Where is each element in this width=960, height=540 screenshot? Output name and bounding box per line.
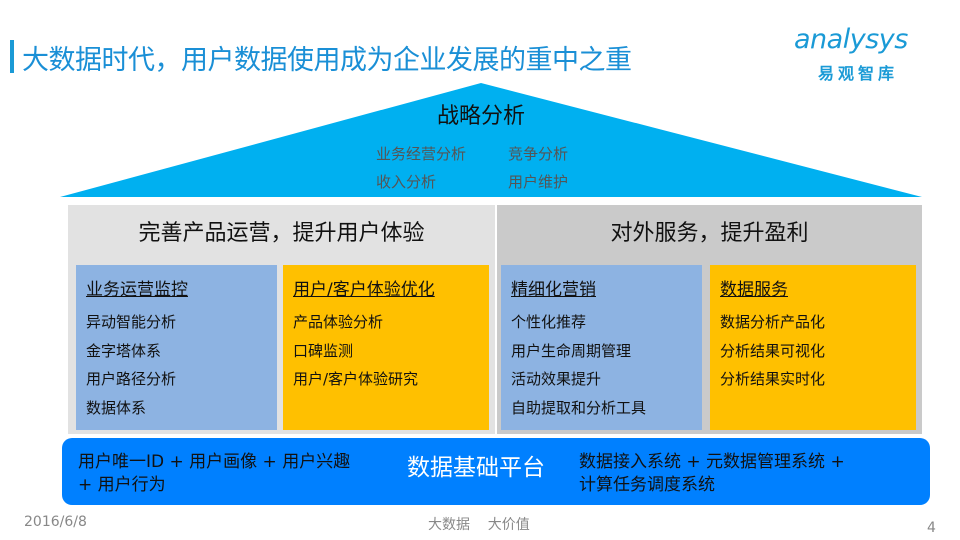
base-title: 数据基础平台 — [407, 455, 545, 481]
box-item: 活动效果提升 — [511, 370, 602, 388]
data-platform-bar: 用户唯一ID + 用户画像 + 用户兴趣 + 用户行为 数据基础平台 数据接入系… — [62, 438, 930, 505]
box-title: 精细化营销 — [511, 280, 596, 300]
left-panel-title: 完善产品运营，提升用户体验 — [138, 221, 425, 246]
box-item: 异动智能分析 — [86, 313, 177, 331]
base-left-line2: + 用户行为 — [78, 475, 166, 495]
footer-slogan: 大数据 大价值 — [428, 517, 530, 533]
box-business-monitoring: 业务运营监控 异动智能分析 金字塔体系 用户路径分析 数据体系 — [76, 265, 277, 430]
analysys-logo: analysys 易观智库 — [792, 24, 932, 86]
strategy-title: 战略分析 — [436, 104, 525, 129]
right-panel-title: 对外服务，提升盈利 — [610, 221, 809, 246]
box-item: 个性化推荐 — [511, 313, 587, 331]
strategy-item: 收入分析 — [376, 173, 437, 191]
strategy-item: 用户维护 — [508, 173, 569, 191]
page-title: 大数据时代，用户数据使用成为企业发展的重中之重 — [22, 45, 632, 76]
box-item: 金字塔体系 — [86, 341, 162, 360]
base-right-line2: 计算任务调度系统 — [579, 475, 715, 495]
page-number: 4 — [927, 520, 936, 536]
strategy-item: 业务经营分析 — [376, 145, 467, 163]
box-item: 产品体验分析 — [293, 313, 384, 331]
box-item: 分析结果实时化 — [720, 370, 826, 388]
box-item: 口碑监测 — [293, 341, 354, 360]
strategy-triangle — [60, 83, 922, 197]
box-title: 数据服务 — [720, 280, 788, 300]
box-title: 用户/客户体验优化 — [293, 280, 435, 300]
box-item: 自助提取和分析工具 — [511, 398, 647, 417]
box-data-service: 数据服务 数据分析产品化 分析结果可视化 分析结果实时化 — [710, 265, 916, 430]
strategy-item: 竞争分析 — [508, 145, 569, 163]
base-right-line1: 数据接入系统 + 元数据管理系统 + — [579, 452, 845, 472]
logo-text-cn: 易观智库 — [818, 64, 899, 83]
box-title: 业务运营监控 — [86, 280, 188, 300]
box-item: 数据分析产品化 — [720, 313, 826, 331]
box-item: 用户路径分析 — [86, 370, 177, 388]
box-item: 用户生命周期管理 — [511, 341, 632, 360]
box-item: 用户/客户体验研究 — [293, 370, 419, 388]
title-accent-bar — [10, 40, 14, 73]
box-item: 分析结果可视化 — [720, 341, 826, 360]
logo-text-en: analysys — [794, 24, 908, 55]
footer-date: 2016/6/8 — [24, 514, 87, 530]
box-precision-marketing: 精细化营销 个性化推荐 用户生命周期管理 活动效果提升 自助提取和分析工具 — [501, 265, 702, 430]
box-item: 数据体系 — [86, 398, 147, 417]
box-experience-optimization: 用户/客户体验优化 产品体验分析 口碑监测 用户/客户体验研究 — [283, 265, 489, 430]
base-left-line1: 用户唯一ID + 用户画像 + 用户兴趣 — [78, 452, 351, 472]
